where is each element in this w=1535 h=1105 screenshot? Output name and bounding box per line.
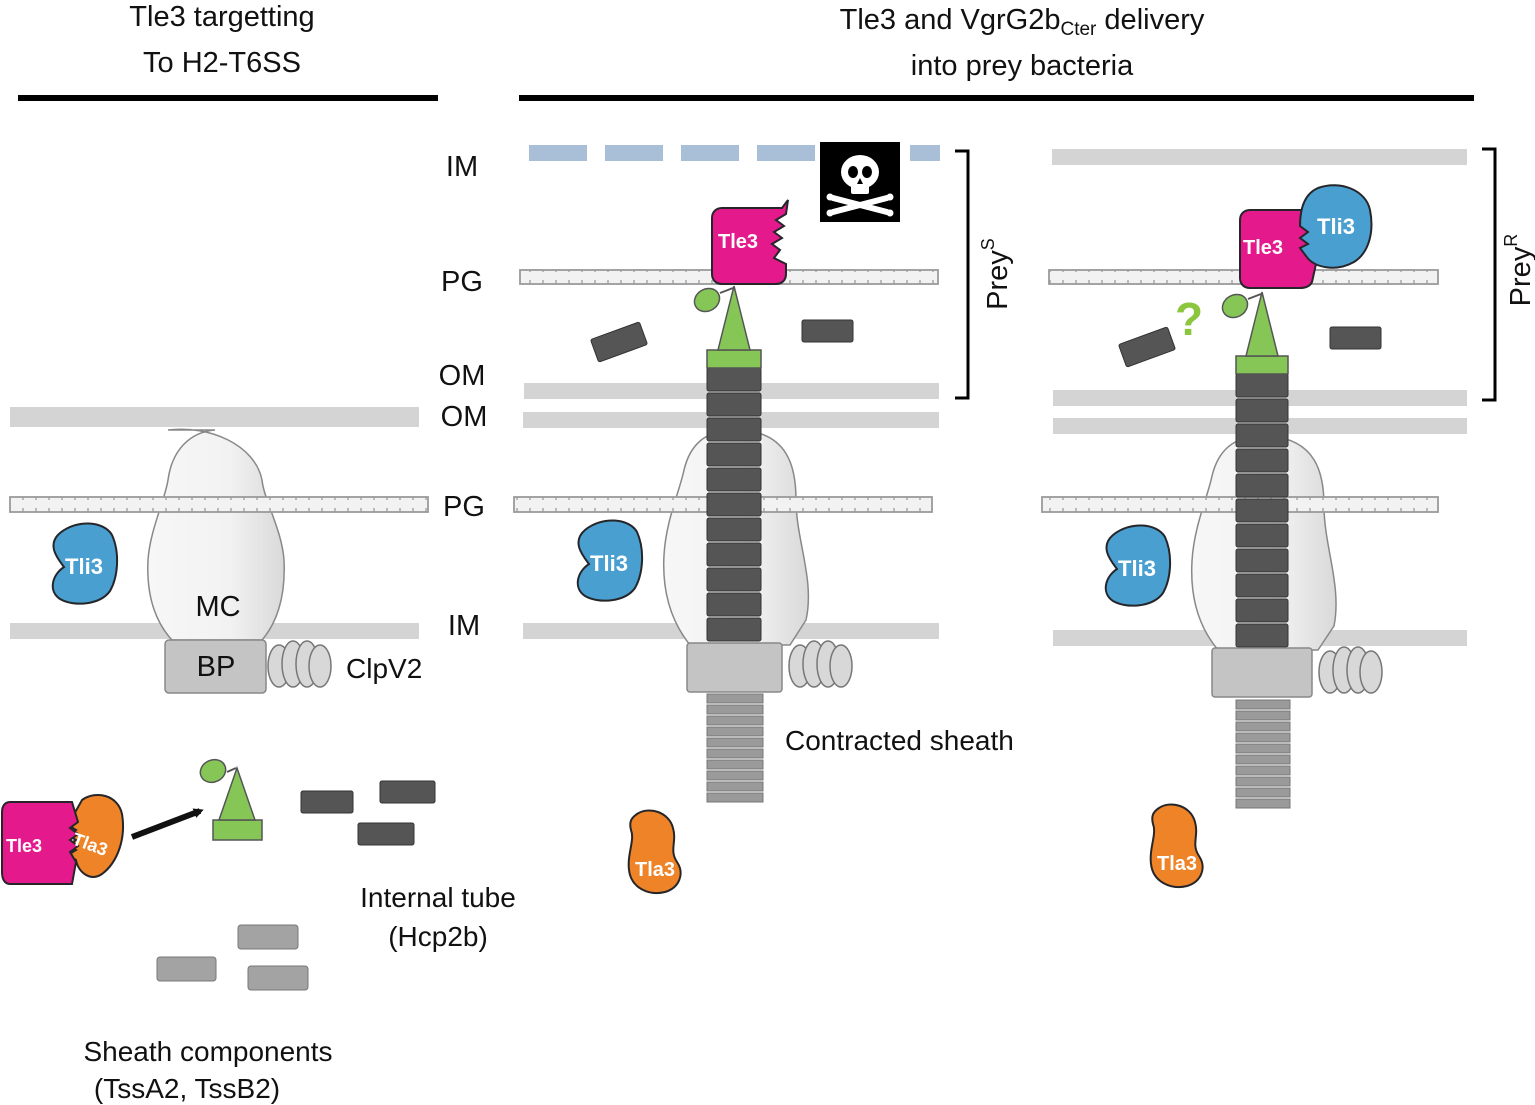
attacker-im-label: IM [448, 610, 480, 642]
tle3-left-label: Tle3 [6, 836, 42, 856]
internal-tube-label-line2: (Hcp2b) [388, 921, 488, 952]
tli3-prey-r-label: Tli3 [1317, 214, 1355, 239]
prey-om-label: OM [439, 360, 486, 392]
svg-text:Tli3: Tli3 [1118, 556, 1156, 581]
sheath-components-label-line2: (TssA2, TssB2) [94, 1073, 280, 1104]
sheath-subunit [237, 924, 299, 950]
left-peptidoglycan [9, 496, 429, 513]
hcp-subunit [300, 790, 354, 814]
svg-text:Tla3: Tla3 [635, 859, 675, 881]
tle3-prey-s-label: Tle3 [718, 231, 758, 253]
right-title-line2: into prey bacteria [911, 50, 1134, 82]
attacker-pg-label: PG [443, 491, 485, 523]
baseplate [1211, 647, 1313, 698]
left-title-line2: To H2-T6SS [143, 47, 301, 79]
right-panel-title: Tle3 and VgrG2bCter delivery into prey b… [840, 4, 1205, 82]
sheath-subunit [156, 956, 217, 982]
clpv2-label: ClpV2 [346, 653, 422, 684]
attacker-om-label: OM [441, 401, 488, 433]
prey-pg-label: PG [441, 266, 483, 298]
sheath-components-label-line1: Sheath components [83, 1036, 332, 1067]
hcp-subunit [379, 780, 436, 804]
tli3-prey-r-attacker: Tli3 [1104, 524, 1171, 607]
prey-s-bracket [955, 149, 970, 400]
svg-text:Tla3: Tla3 [1157, 853, 1197, 875]
contracted-sheath-label: Contracted sheath [785, 725, 1014, 756]
bp-label: BP [197, 651, 236, 683]
left-panel-title: Tle3 targetting To H2-T6SS [129, 1, 314, 79]
prey-r-bracket [1482, 147, 1497, 402]
vgrg-spike-free [199, 758, 263, 841]
tle3-prey-s: Tle3 [711, 199, 789, 285]
hcp-tube-extended [706, 367, 762, 642]
mc-label: MC [195, 591, 240, 623]
tli3-prey-s-attacker: Tli3 [576, 519, 643, 602]
prey-s-inner-membrane-damaged [529, 145, 940, 161]
sensitive-prey-scene: Tle3 [513, 142, 1014, 894]
tli3-left: Tli3 [51, 522, 118, 605]
hcp-subunit [1118, 326, 1176, 368]
left-free-components: Tle3 Tla3 Internal tube (Hcp2b) Sheath c… [1, 758, 516, 1104]
clpv2-complex [267, 640, 332, 688]
tle3-tli3-complex: Tle3 Tli3 [1239, 184, 1373, 289]
tla3-prey-r-attacker: Tla3 [1149, 803, 1204, 888]
clpv2-complex [1318, 646, 1383, 694]
prey-r-inner-membrane [1052, 149, 1467, 165]
prey-r-outer-membrane [1053, 390, 1467, 406]
hcp-subunit [357, 822, 415, 846]
internal-tube-label-line1: Internal tube [360, 882, 516, 913]
contracted-sheath [1235, 699, 1291, 809]
tla3-prey-s-attacker: Tla3 [627, 809, 682, 894]
contracted-sheath [706, 693, 764, 803]
baseplate [164, 639, 267, 694]
svg-text:Tli3: Tli3 [65, 554, 103, 579]
skull-crossbones-icon [820, 142, 900, 222]
left-title-line1: Tle3 targetting [129, 1, 314, 33]
hcp-subunit [1329, 326, 1382, 350]
clpv2-complex [788, 640, 853, 688]
hcp-tube-extended [1235, 373, 1289, 648]
hcp-subunit [590, 321, 648, 363]
tle3-tla3-complex: Tle3 Tla3 [1, 794, 124, 885]
arrow-icon [130, 808, 204, 840]
right-title-line1: Tle3 and VgrG2bCter delivery [840, 4, 1205, 40]
prey-s-label: PreyS [978, 238, 1014, 310]
left-outer-membrane [10, 407, 419, 427]
baseplate [686, 642, 783, 693]
question-mark: ? [1175, 293, 1203, 345]
vgrg-spike-prey-r [1221, 291, 1289, 375]
vgrg-spike-prey-s [693, 285, 762, 369]
hcp-subunit [801, 319, 854, 343]
tle3-prey-r-label: Tle3 [1243, 237, 1283, 259]
resistant-prey-scene: Tle3 Tli3 ? [1041, 147, 1535, 888]
prey-r-label: PreyR [1501, 234, 1535, 307]
prey-im-label: IM [446, 151, 478, 183]
left-attacker-cell: MC BP ClpV2 Tli3 [9, 407, 429, 694]
svg-text:Tli3: Tli3 [590, 551, 628, 576]
sheath-subunit [247, 965, 309, 991]
layer-labels: IM PG OM OM PG IM [439, 151, 488, 642]
